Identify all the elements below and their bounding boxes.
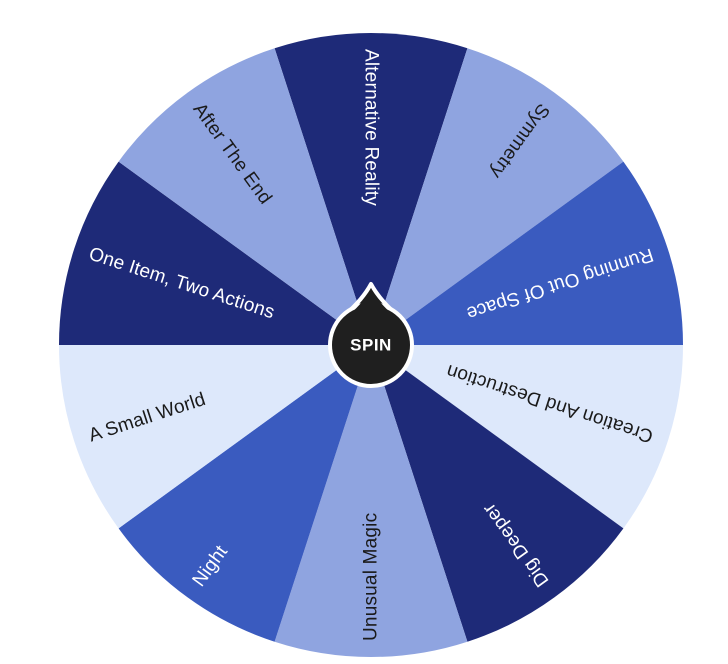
wheel-segments — [59, 33, 683, 657]
pointer-fill — [349, 288, 393, 315]
wheel-segment-label: Alternative Reality — [361, 49, 382, 206]
wheel-segment — [118, 48, 371, 346]
wheel-segment — [371, 161, 683, 345]
wheel-segment — [371, 345, 683, 529]
wheel-segment — [371, 345, 624, 642]
wheel-segment-label: Unusual Magic — [361, 513, 382, 641]
wheel-segment — [118, 345, 371, 642]
wheel-segment — [59, 161, 371, 345]
spin-label: SPIN — [350, 336, 392, 355]
spin-button[interactable]: SPIN — [328, 282, 414, 388]
wheel-segment — [274, 33, 468, 345]
wheel-segment — [59, 345, 371, 529]
wheel-segment — [371, 48, 624, 346]
wheel-segment — [274, 345, 468, 657]
